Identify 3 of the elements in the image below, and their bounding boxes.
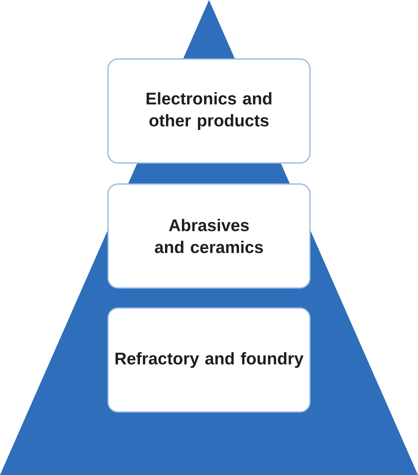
text-box: Abrasives and ceramics (107, 183, 311, 289)
text-box: Refractory and foundry (107, 307, 311, 413)
text-box: Electronics and other products (107, 58, 311, 164)
